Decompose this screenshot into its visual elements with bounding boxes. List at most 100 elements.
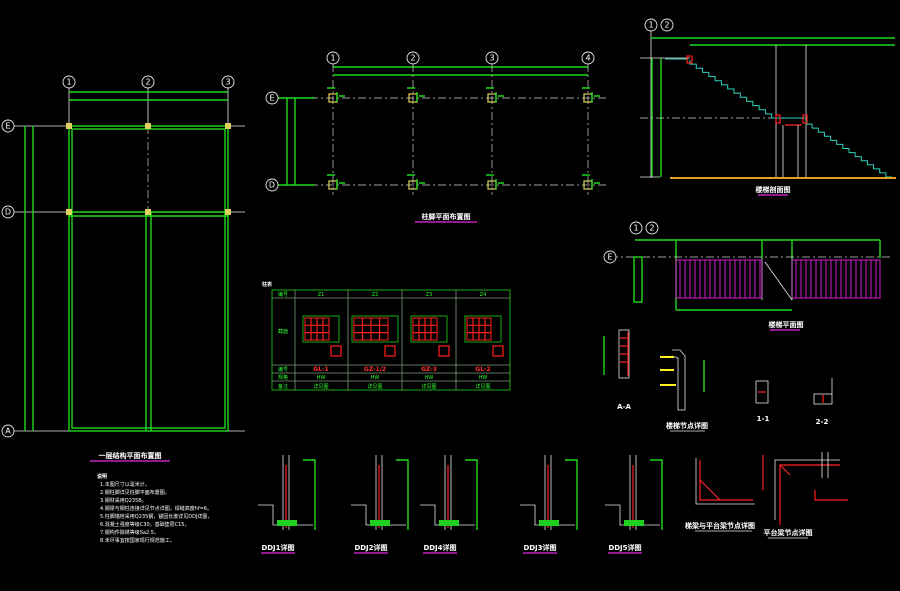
axis-bubble-2: 2 <box>406 51 420 65</box>
svg-text:4.钢梁与钢柱连接详见节点详图，焊缝高度hf=6。: 4.钢梁与钢柱连接详见节点详图，焊缝高度hf=6。 <box>100 505 212 512</box>
svg-text:GL-2: GL-2 <box>475 366 490 373</box>
svg-text:A: A <box>5 427 11 436</box>
axis-bubble-E: E <box>265 91 279 105</box>
first-floor-plan: 1 2 3 E D A 一层结构平面布置图 说明 1.本图尺寸以毫米计。 2.钢… <box>1 75 245 544</box>
svg-text:规格: 规格 <box>278 374 288 381</box>
svg-text:Z4: Z4 <box>480 292 487 298</box>
svg-text:2: 2 <box>145 78 150 87</box>
axis-bubble-1: 1 <box>629 221 643 235</box>
svg-text:3: 3 <box>489 54 494 63</box>
svg-text:E: E <box>607 253 612 262</box>
svg-text:2: 2 <box>664 21 669 30</box>
svg-text:编号: 编号 <box>278 291 288 298</box>
axis-bubble-3: 3 <box>221 75 235 89</box>
stair-section: 1 2 楼梯剖面图 <box>640 18 896 196</box>
axis-bubble-D: D <box>265 178 279 192</box>
stair-plan-title: 楼梯平面图 <box>769 320 804 329</box>
ddj-details: DDJ1详图 DDJ2详图 DDJ4详图 DDJ3详图 DDJ5详图 <box>258 455 663 554</box>
ddj-detail: DDJ3详图 <box>520 455 578 554</box>
ddj-label: DDJ1详图 <box>261 543 294 552</box>
svg-text:GZ-1/2: GZ-1/2 <box>364 366 386 373</box>
section-details: A-A 楼梯节点详图 1-1 2-2 梯梁与平台梁节点详图 平台梁节点详图 <box>603 329 848 539</box>
svg-text:1: 1 <box>66 78 71 87</box>
svg-text:编号: 编号 <box>278 366 288 373</box>
svg-text:GZ-3: GZ-3 <box>421 366 437 373</box>
svg-text:详见图: 详见图 <box>313 383 328 390</box>
svg-text:HW: HW <box>425 375 434 381</box>
svg-text:1.本图尺寸以毫米计。: 1.本图尺寸以毫米计。 <box>100 481 150 488</box>
svg-text:HW: HW <box>371 375 380 381</box>
axis-bubble-1: 1 <box>62 75 76 89</box>
ddj-detail: DDJ2详图 <box>351 455 409 554</box>
svg-text:详见图: 详见图 <box>475 383 490 390</box>
svg-text:Z1: Z1 <box>318 292 325 298</box>
column-base <box>327 174 345 190</box>
svg-text:3: 3 <box>225 78 230 87</box>
column-base <box>582 174 600 190</box>
axis-bubble-E: E <box>1 119 15 133</box>
svg-text:5.柱脚锚栓采用Q235钢，锚固长度详见DDJ详图，: 5.柱脚锚栓采用Q235钢，锚固长度详见DDJ详图， <box>100 513 212 520</box>
ddj-label: DDJ2详图 <box>354 543 387 552</box>
svg-text:7.钢构件除锈等级Sa2.5。: 7.钢构件除锈等级Sa2.5。 <box>100 529 159 536</box>
column-table: 柱表 编号 截面 编号 规格 备注 Z1GL-1HW详见图Z2GZ-1/2HW详… <box>262 281 511 391</box>
column-base <box>407 87 425 103</box>
column-base <box>582 87 600 103</box>
svg-text:2: 2 <box>649 224 654 233</box>
svg-text:详见图: 详见图 <box>367 383 382 390</box>
axis-bubble-1: 1 <box>644 18 658 32</box>
column-base <box>407 174 425 190</box>
axis-bubble-1: 1 <box>326 51 340 65</box>
svg-text:1: 1 <box>633 224 638 233</box>
axis-bubble-2: 2 <box>645 221 659 235</box>
svg-text:说明: 说明 <box>97 473 107 480</box>
section-2-2-label: 2-2 <box>816 418 829 426</box>
column-base <box>327 87 345 103</box>
svg-text:Z3: Z3 <box>426 292 433 298</box>
axis-bubble-4: 4 <box>581 51 595 65</box>
ddj-label: DDJ5详图 <box>608 543 641 552</box>
svg-text:E: E <box>269 94 274 103</box>
first-floor-plan-title: 一层结构平面布置图 <box>99 451 162 460</box>
svg-text:4: 4 <box>585 54 590 63</box>
beam-node-label: 梯梁与平台梁节点详图 <box>685 521 755 530</box>
ddj-detail: DDJ5详图 <box>605 455 663 554</box>
section-a-a-label: A-A <box>617 403 631 411</box>
svg-text:3.钢材采用Q235B。: 3.钢材采用Q235B。 <box>100 497 147 504</box>
ddj-label: DDJ3详图 <box>523 543 556 552</box>
svg-text:HW: HW <box>317 375 326 381</box>
axis-bubble-2: 2 <box>141 75 155 89</box>
ddj-label: DDJ4详图 <box>423 543 456 552</box>
axis-bubble-3: 3 <box>485 51 499 65</box>
svg-text:2.钢柱脚详见柱脚平面布置图。: 2.钢柱脚详见柱脚平面布置图。 <box>100 489 170 496</box>
svg-text:6.混凝土强度等级C30，基础垫层C15，: 6.混凝土强度等级C30，基础垫层C15， <box>100 521 189 528</box>
axis-bubble-D: D <box>1 205 15 219</box>
svg-text:D: D <box>269 181 275 190</box>
column-base <box>486 87 504 103</box>
svg-text:详见图: 详见图 <box>421 383 436 390</box>
svg-text:1: 1 <box>648 21 653 30</box>
stair-section-title: 楼梯剖面图 <box>756 185 791 194</box>
svg-text:备注: 备注 <box>278 383 288 390</box>
column-base-plan-title: 柱脚平面布置图 <box>422 212 471 221</box>
svg-text:2: 2 <box>410 54 415 63</box>
stair-plan: 1 2 E 楼梯平面图 <box>603 221 890 331</box>
axis-bubble-E: E <box>603 250 617 264</box>
svg-text:柱表: 柱表 <box>262 281 273 288</box>
ddj-detail: DDJ4详图 <box>420 455 478 554</box>
platform-node-label: 平台梁节点详图 <box>764 528 813 537</box>
section-1-1-label: 1-1 <box>757 415 770 423</box>
axis-bubble-A: A <box>1 424 15 438</box>
svg-text:E: E <box>5 122 10 131</box>
svg-text:8.未尽事宜按国家现行规范施工。: 8.未尽事宜按国家现行规范施工。 <box>100 537 175 544</box>
column-base <box>486 174 504 190</box>
column-base-plan: 1 2 3 4 E D 柱脚平面布置图 <box>265 51 608 223</box>
svg-text:GL-1: GL-1 <box>313 366 328 373</box>
svg-text:Z2: Z2 <box>372 292 379 298</box>
axis-bubble-2: 2 <box>660 18 674 32</box>
svg-text:D: D <box>5 208 11 217</box>
